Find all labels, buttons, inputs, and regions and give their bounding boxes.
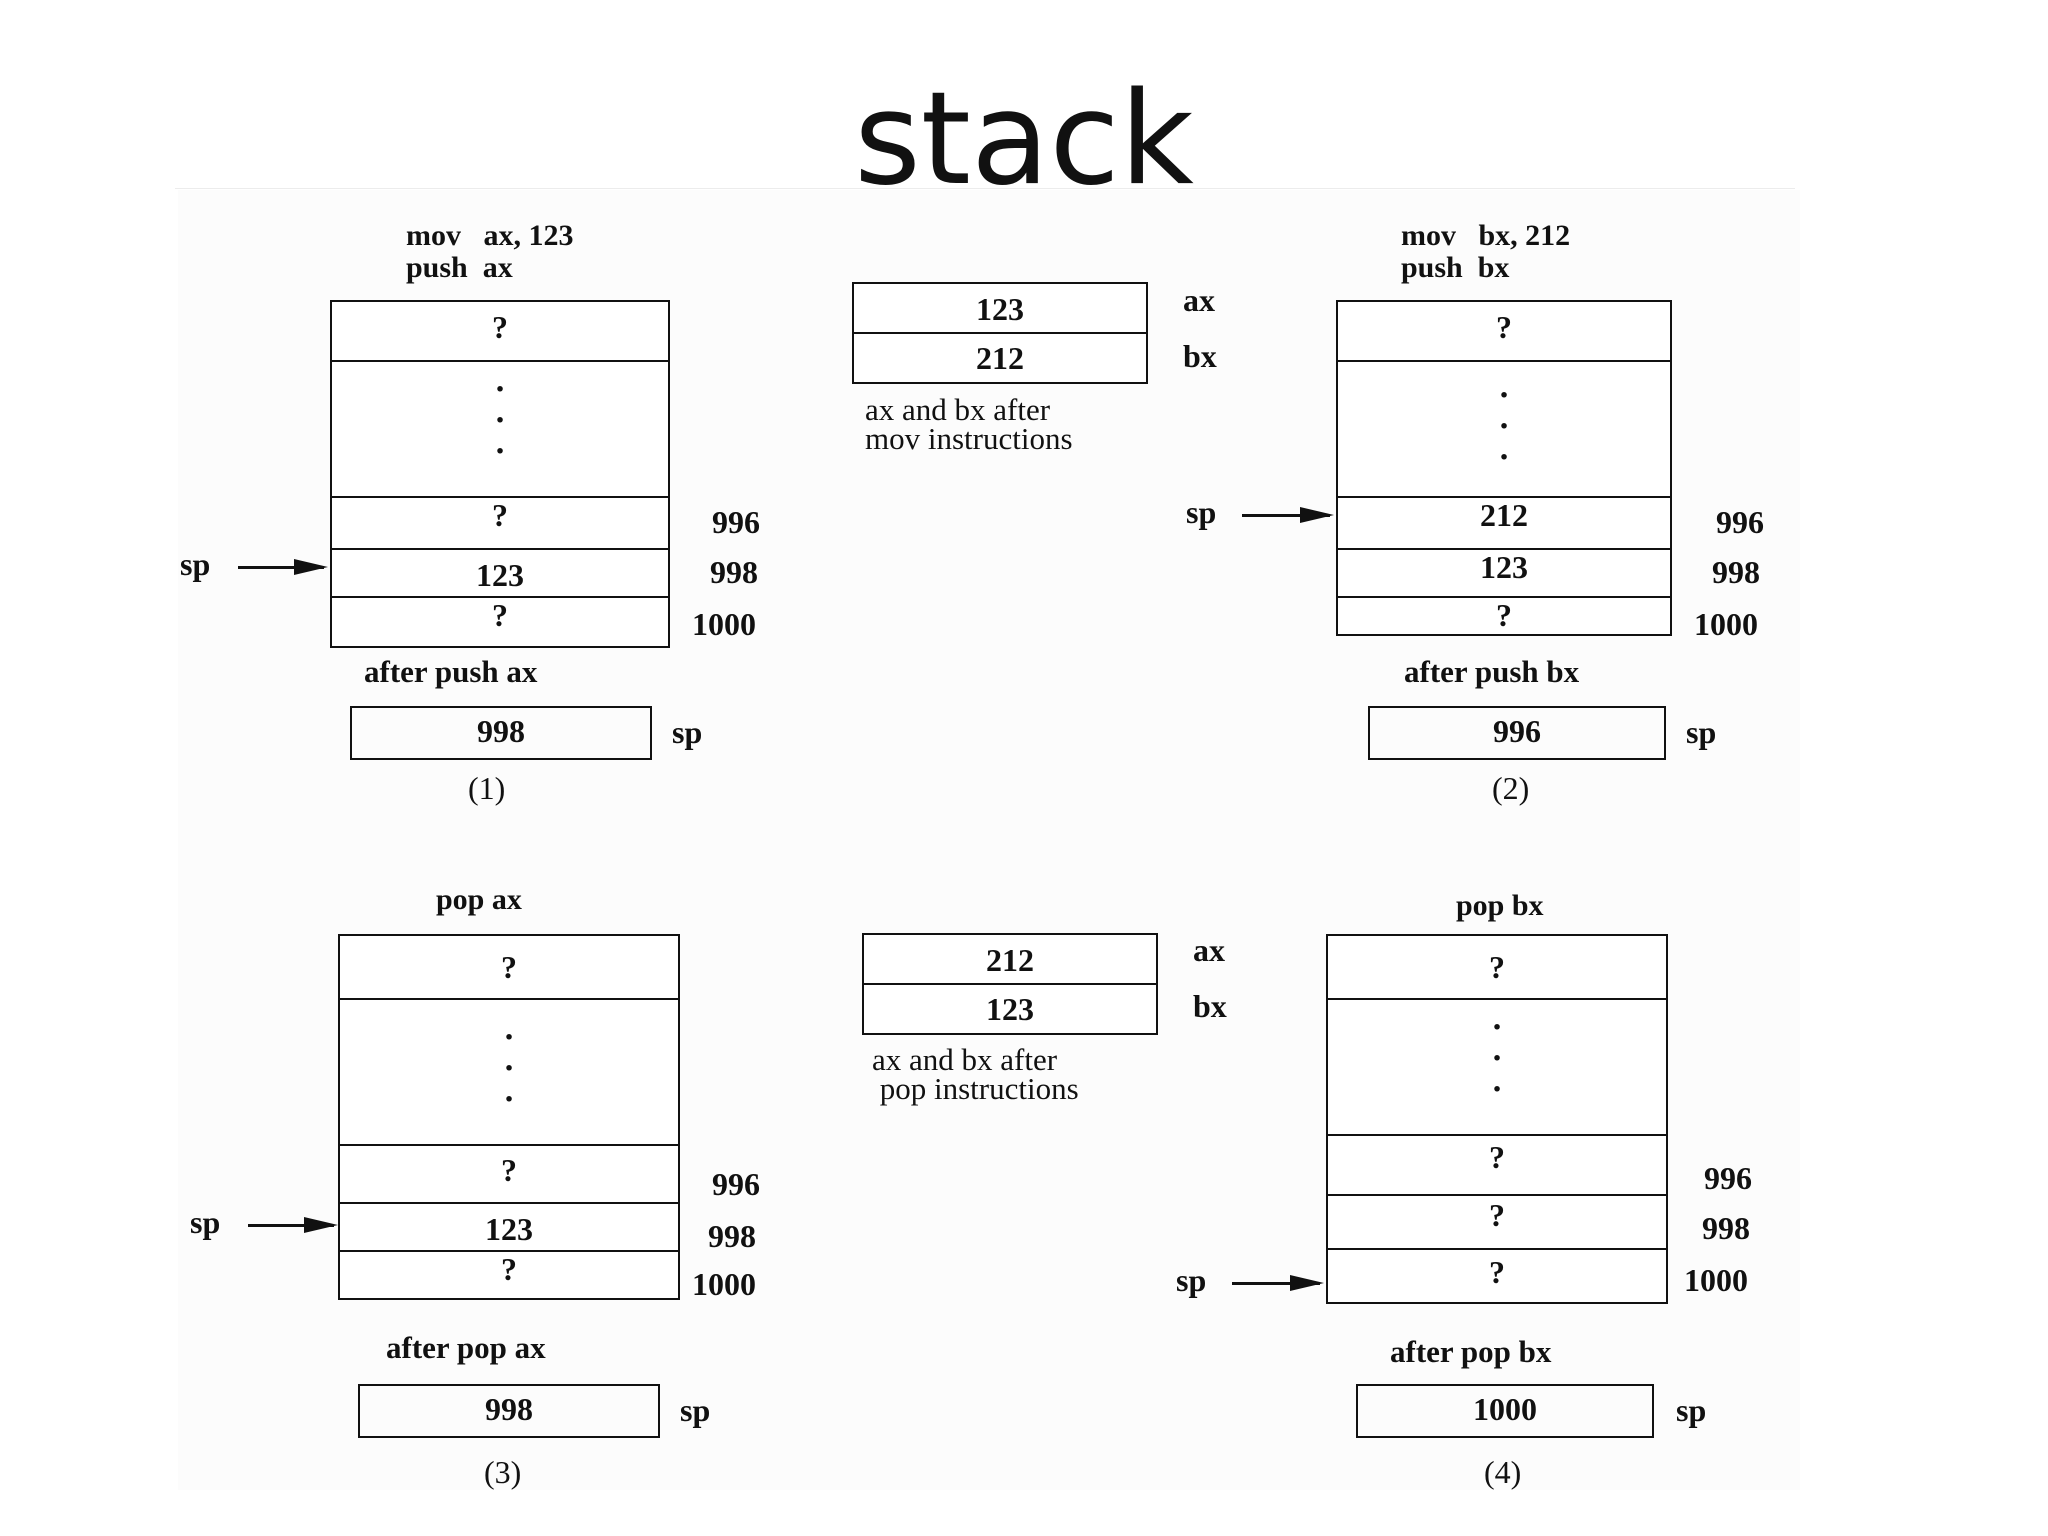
panel-number: (4) (1484, 1454, 1522, 1490)
stack-cell-top: ? (340, 936, 678, 1000)
address-label-996: 996 (712, 1166, 760, 1202)
instructions: mov ax, 123 push ax (406, 219, 574, 284)
ax-register-label: ax (1193, 932, 1225, 968)
sp-pointer-label: sp (190, 1204, 221, 1240)
address-label-1000: 1000 (692, 1266, 756, 1302)
address-label-996: 996 (1704, 1160, 1752, 1196)
sp-register-label: sp (1676, 1392, 1707, 1428)
register-box-after-pop: 212 123 (862, 933, 1158, 1035)
stack-memory: ? ··· ? 123 ? (330, 300, 670, 648)
instructions: pop ax (436, 883, 522, 916)
ax-register-cell: 212 (864, 935, 1156, 985)
stack-memory: ? ··· 212 123 ? (1336, 300, 1672, 636)
sp-register-label: sp (680, 1392, 711, 1428)
register-caption-after-mov: ax and bx after mov instructions (865, 392, 1073, 456)
stack-cell-1000: ? (1496, 597, 1512, 633)
stack-cell-gap: ··· (1328, 1000, 1666, 1136)
ax-register-label: ax (1183, 282, 1215, 318)
sp-arrow (1232, 1275, 1324, 1291)
stack-cell-gap: ··· (340, 1000, 678, 1146)
sp-arrow (238, 559, 328, 575)
stack-cell-gap: ··· (332, 362, 668, 498)
stack-cell-996: ? (1328, 1136, 1666, 1196)
panel-caption: after push bx (1404, 654, 1580, 689)
address-label-998: 998 (1702, 1210, 1750, 1246)
sp-pointer-label: sp (1176, 1262, 1207, 1298)
stack-cell-998: ? (1328, 1196, 1666, 1250)
instructions: mov bx, 212 push bx (1401, 219, 1571, 284)
ellipsis-dots: ··· (1498, 377, 1510, 476)
panel-caption: after push ax (364, 654, 538, 689)
ellipsis-dots: ··· (494, 371, 506, 470)
sp-pointer-label: sp (1186, 494, 1217, 530)
address-label-996: 996 (1716, 504, 1764, 540)
address-label-998: 998 (710, 554, 758, 590)
panel-number: (1) (468, 770, 506, 806)
sp-register-label: sp (672, 714, 703, 750)
address-label-1000: 1000 (692, 606, 756, 642)
stack-cell-996: ? (332, 498, 668, 550)
slide-title: stack (854, 65, 1194, 214)
sp-register-box: 998 (350, 706, 652, 760)
stack-cell-gap: ··· (1338, 362, 1670, 498)
panel-caption: after pop ax (386, 1330, 546, 1365)
address-label-1000: 1000 (1684, 1262, 1748, 1298)
stack-memory: ? ··· ? ? ? (1326, 934, 1668, 1304)
stack-cell-1000: ? (492, 597, 508, 633)
ellipsis-dots: ··· (503, 1019, 515, 1118)
title-divider (175, 188, 1795, 189)
instructions: pop bx (1456, 889, 1544, 922)
stack-cell-top: ? (332, 302, 668, 362)
ax-register-cell: 123 (854, 284, 1146, 334)
stack-cell-996: 212 (1338, 498, 1670, 550)
sp-register-label: sp (1686, 714, 1717, 750)
sp-register-box: 1000 (1356, 1384, 1654, 1438)
sp-register-box: 996 (1368, 706, 1666, 760)
register-box-after-mov: 123 212 (852, 282, 1148, 384)
stack-cell-996: ? (340, 1146, 678, 1204)
bx-register-label: bx (1193, 988, 1227, 1024)
address-label-996: 996 (712, 504, 760, 540)
stack-cell-top: ? (1328, 936, 1666, 1000)
sp-register-box: 998 (358, 1384, 660, 1438)
address-label-998: 998 (708, 1218, 756, 1254)
sp-arrow (248, 1217, 338, 1233)
ellipsis-dots: ··· (1491, 1009, 1503, 1108)
stack-cell-top: ? (1338, 302, 1670, 362)
stack-cell-998: 123 (340, 1204, 678, 1252)
sp-pointer-label: sp (180, 546, 211, 582)
stack-cell-998: 123 (332, 550, 668, 598)
panel-number: (3) (484, 1454, 522, 1490)
bx-register-cell: 123 (986, 991, 1034, 1027)
stack-cell-1000: ? (1489, 1254, 1505, 1290)
panel-number: (2) (1492, 770, 1530, 806)
stack-cell-998: 123 (1338, 550, 1670, 598)
stack-cell-1000: ? (501, 1251, 517, 1287)
register-caption-after-pop: ax and bx after pop instructions (872, 1042, 1079, 1106)
panel-caption: after pop bx (1390, 1334, 1552, 1369)
address-label-998: 998 (1712, 554, 1760, 590)
bx-register-cell: 212 (976, 340, 1024, 376)
sp-arrow (1242, 507, 1334, 523)
stack-memory: ? ··· ? 123 ? (338, 934, 680, 1300)
address-label-1000: 1000 (1694, 606, 1758, 642)
bx-register-label: bx (1183, 338, 1217, 374)
